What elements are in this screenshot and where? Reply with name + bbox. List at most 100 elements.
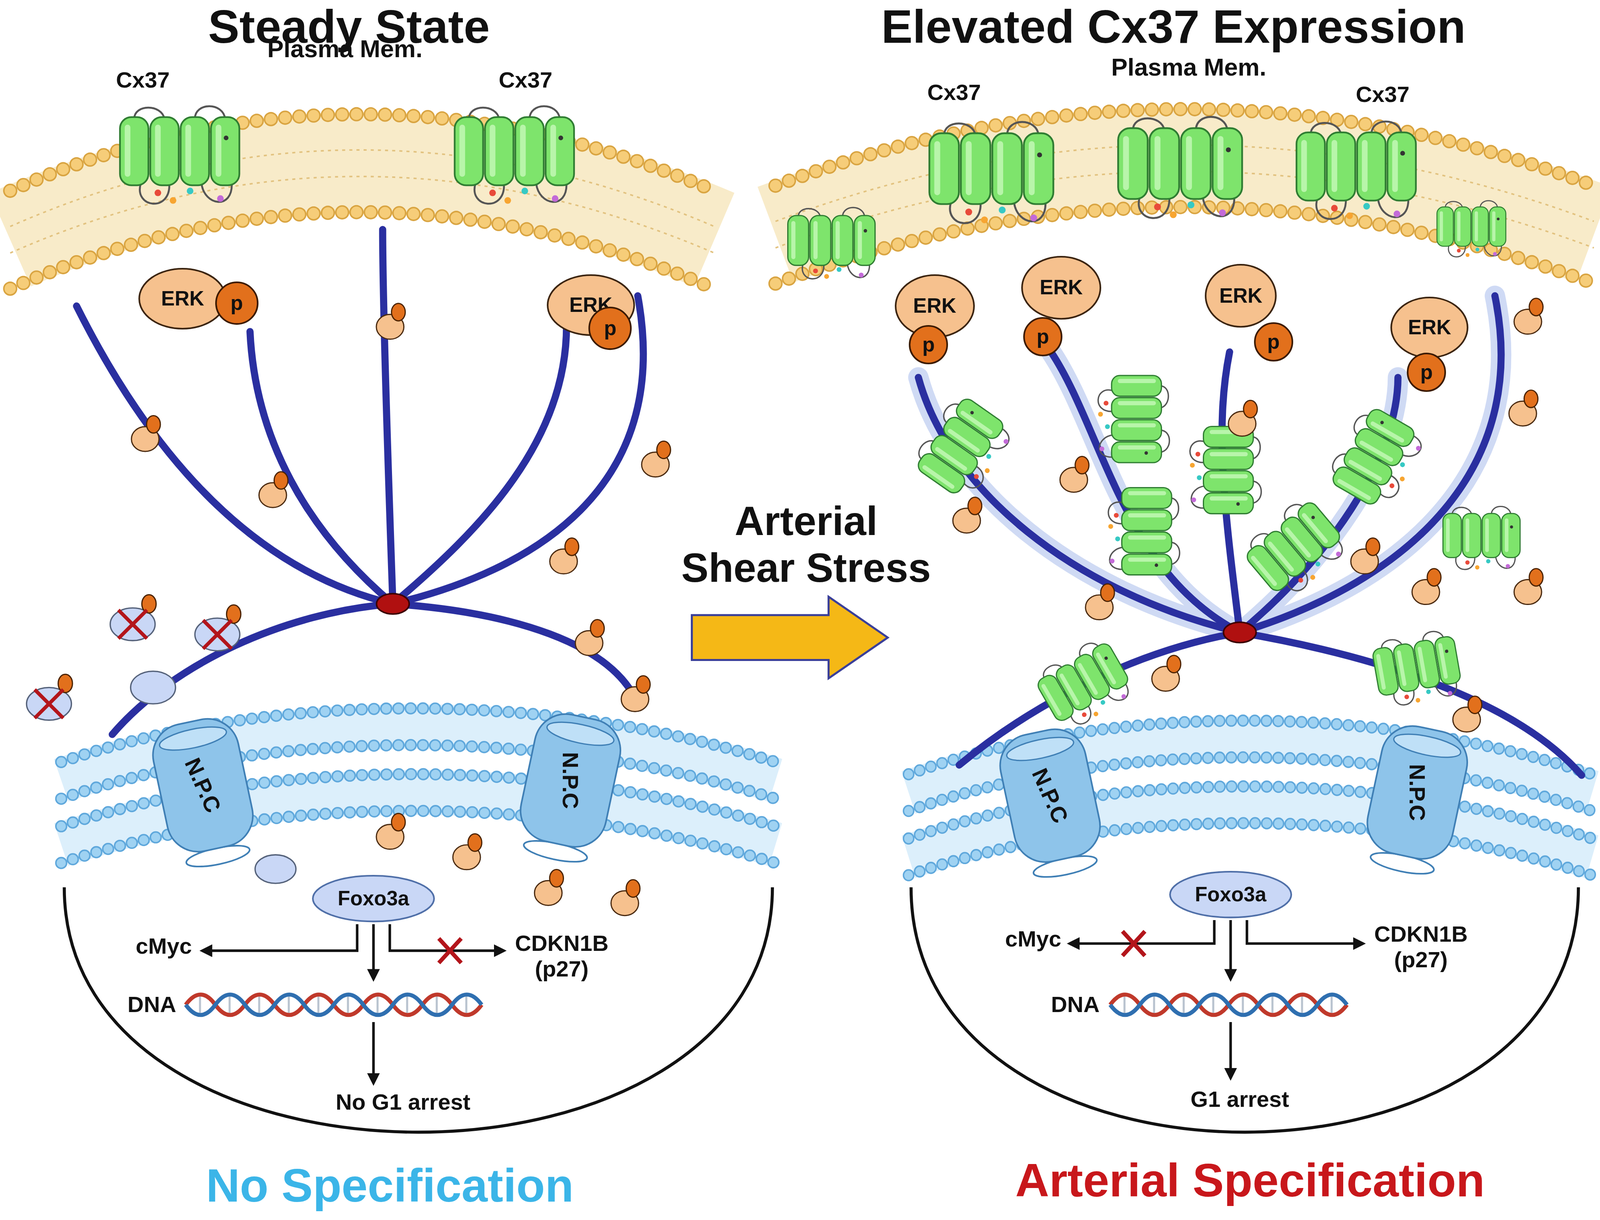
lipid-heads [10, 114, 715, 191]
pore-top [1004, 733, 1076, 766]
connexin [1323, 402, 1429, 514]
connexin [1118, 116, 1242, 218]
microtubules [76, 229, 1582, 776]
dna-strand [185, 994, 482, 1016]
node-text: Foxo3a [337, 887, 410, 910]
nucleus: cMycCDKN1B (p27)DNANo G1 arrestFoxo3a [61, 806, 776, 1143]
node-text: ERK [161, 287, 205, 310]
shape-outline [909, 326, 948, 364]
phospho-erk [621, 676, 650, 712]
erk-ellipse: ERKp [1020, 255, 1102, 321]
node-text: p [922, 333, 935, 356]
connexin [1436, 200, 1506, 258]
node-text: ERK [1219, 284, 1263, 308]
cross-mark [118, 610, 147, 639]
shape-outline [1391, 297, 1468, 358]
nuclear-pore-complex: N.P.C [992, 721, 1108, 870]
membrane-band [10, 163, 715, 240]
phospho-erk [952, 497, 982, 534]
connexin [1098, 375, 1170, 463]
lipid-heads [10, 114, 715, 191]
connexin [1238, 493, 1352, 605]
connexin [1108, 488, 1180, 576]
protein-label: Cx37 [1356, 81, 1410, 108]
phospho-erk [1514, 568, 1543, 605]
microtubule [1051, 352, 1240, 633]
microtubule [392, 316, 567, 604]
nucleus-text: cMyc [1005, 926, 1062, 953]
node-text: ERK [913, 294, 957, 318]
cross-mark [34, 689, 64, 718]
node-text: N.P.C [558, 752, 583, 809]
erk-ellipse: ERKp [1204, 263, 1278, 329]
dna-strand [1110, 994, 1348, 1016]
nucleus-text: CDKN1B (p27) [1352, 921, 1490, 974]
phospho-erk [1228, 400, 1258, 437]
halo [1051, 352, 1240, 633]
plasma-membrane [10, 114, 715, 289]
shape-outline [1170, 872, 1292, 918]
phospho-erk [1085, 584, 1115, 620]
connexin [1442, 506, 1520, 570]
inactive-erk-group [26, 594, 296, 884]
node-text: p [230, 292, 243, 315]
arrow [372, 1022, 375, 1084]
phospho-erk [1060, 456, 1089, 493]
phospho-erk [1514, 298, 1543, 335]
nucleus: cMycCDKN1B (p27)DNAG1 arrestFoxo3a [908, 806, 1582, 1143]
cross-mark [203, 620, 232, 649]
protein-label: Cx37 [498, 67, 553, 94]
phospho-erk [1152, 655, 1181, 692]
dna-strand [185, 994, 482, 1016]
arrow [1229, 920, 1232, 980]
shape-outline [1022, 256, 1101, 319]
node-text: p [604, 317, 617, 340]
phospho-erk [1452, 696, 1482, 733]
phospho-circle: p [1022, 316, 1064, 358]
erk-ellipse: ERKp [546, 273, 636, 337]
shape-outline [216, 282, 258, 324]
shape-outline [312, 876, 434, 922]
connexin [1370, 628, 1464, 710]
phospho-group [226, 605, 241, 624]
nuclear-envelope [61, 708, 776, 864]
nuclear-pore-complex: N.P.C [512, 706, 629, 855]
erk-ellipse: ERKp [1389, 296, 1470, 360]
plasma-membrane [775, 109, 1594, 284]
shape-outline [1024, 318, 1062, 356]
connexin [454, 106, 574, 204]
phospho-erk [376, 813, 406, 850]
node-text: ERK [1039, 276, 1083, 299]
connexin [908, 391, 1017, 504]
nucleus-text: DNA [127, 992, 177, 1018]
outcome-label: Arterial Specification [1015, 1154, 1485, 1208]
phospho-erk [575, 620, 604, 656]
dna-strand [1110, 994, 1348, 1016]
node-text: p [1420, 361, 1433, 384]
protein-label: Cx37 [927, 79, 981, 106]
phospho-erk [549, 538, 579, 575]
phospho-group [142, 594, 157, 614]
phospho-erk [1350, 538, 1380, 575]
shape-outline [1407, 353, 1446, 392]
phospho-erk [131, 415, 161, 452]
connexin-trafficking-halo [918, 296, 1502, 633]
shape-outline [1205, 264, 1276, 327]
membrane-label: Plasma Mem. [1111, 53, 1267, 82]
outcome-label: No Specification [206, 1159, 574, 1214]
nucleus-text: DNA [1051, 992, 1100, 1018]
nucleus-text: CDKN1B (p27) [498, 930, 626, 983]
foxo3a-ellipse: Foxo3a [311, 874, 436, 924]
phospho-circle: p [1253, 321, 1294, 363]
erk-ellipse: ERKp [137, 267, 228, 331]
phospho-erk [611, 880, 640, 916]
shape-outline [1254, 323, 1293, 361]
nucleus-outline [911, 887, 1579, 1133]
connexin [1190, 426, 1262, 514]
shape-outline [994, 723, 1106, 868]
shape-outline [139, 268, 226, 329]
phospho-erk [534, 870, 564, 906]
